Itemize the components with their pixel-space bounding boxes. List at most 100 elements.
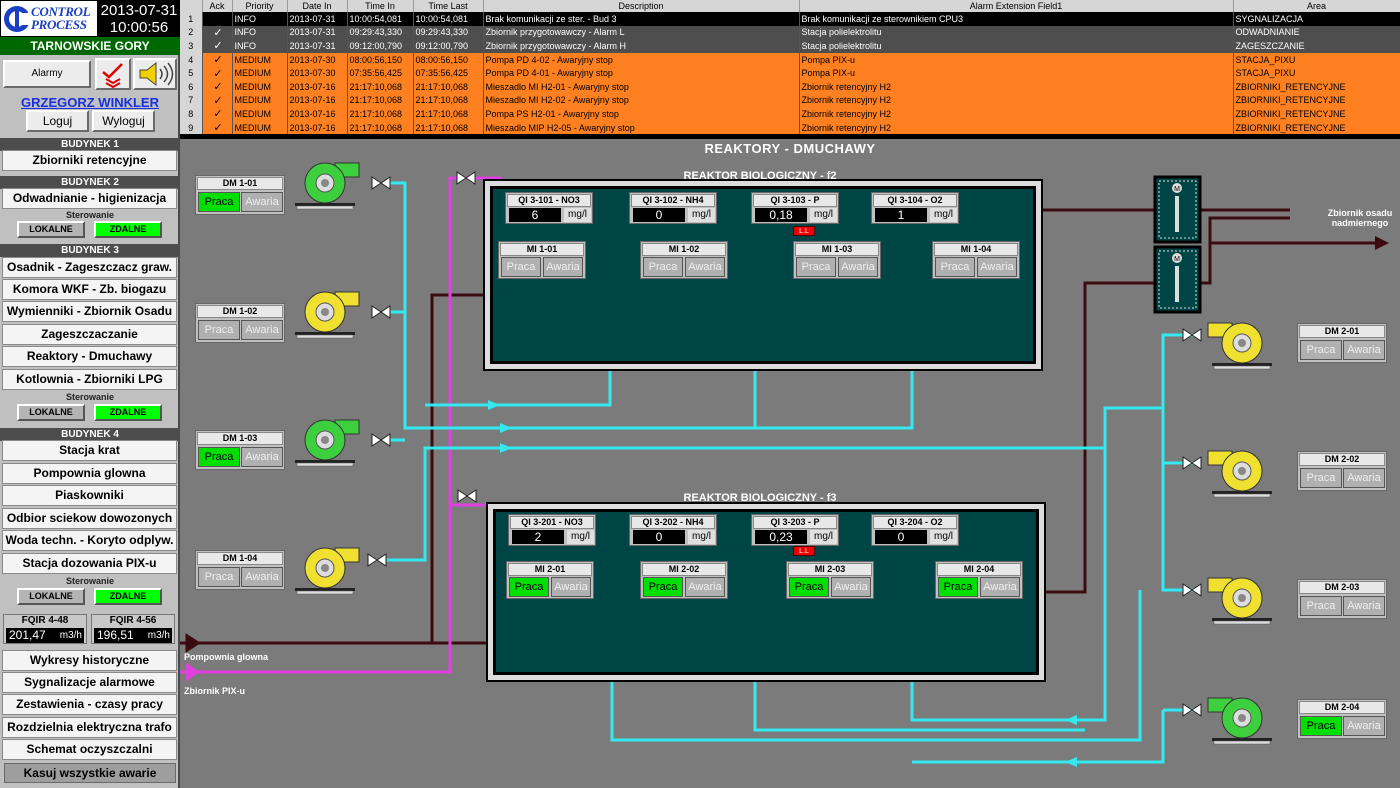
remote-mode-button-b2[interactable]: ZDALNE — [94, 221, 162, 238]
nav-woda-techn[interactable]: Woda techn. - Koryto odplyw. — [2, 530, 177, 551]
nav-odbior-sciekow[interactable]: Odbior sciekow dowozonych — [2, 508, 177, 529]
alarms-button[interactable]: Alarmy — [3, 60, 91, 88]
acknowledge-alarms-button[interactable] — [95, 58, 131, 90]
blower-dm-2-03-icon[interactable] — [1207, 577, 1272, 625]
login-button[interactable]: Loguj — [26, 110, 89, 132]
nav-schemat-oczyszczalni[interactable]: Schemat oczyszczalni — [2, 739, 177, 760]
col-ack[interactable]: Ack — [202, 0, 233, 12]
col-extension[interactable]: Alarm Extension Field1 — [799, 0, 1234, 12]
mixer-fault-indicator[interactable]: Awaria — [838, 257, 878, 277]
mixer-fault-indicator[interactable]: Awaria — [977, 257, 1017, 277]
local-mode-button-b2[interactable]: LOKALNE — [17, 221, 85, 238]
mixer-run-indicator[interactable]: Praca — [643, 257, 683, 277]
nav-zageszczaczanie[interactable]: Zageszczaczanie — [2, 324, 177, 345]
nav-rozdzielnia-elektryczna[interactable]: Rozdzielnia elektryczna trafo — [2, 717, 177, 738]
blower-dm-1-03-icon[interactable] — [295, 419, 360, 467]
col-area[interactable]: Area — [1233, 0, 1400, 12]
mixer-fault-indicator[interactable]: Awaria — [543, 257, 583, 277]
blower-dm-1-02-icon[interactable] — [295, 291, 360, 339]
alarm-sound-button[interactable] — [133, 58, 177, 90]
nav-sygnalizacje-alarmowe[interactable]: Sygnalizacje alarmowe — [2, 672, 177, 693]
blower-fault-indicator[interactable]: Awaria — [241, 447, 283, 467]
blower-fault-indicator[interactable]: Awaria — [1343, 340, 1385, 360]
mixer-run-indicator[interactable]: Praca — [509, 577, 549, 597]
mixer-run-indicator[interactable]: Praca — [796, 257, 836, 277]
blower-fault-indicator[interactable]: Awaria — [241, 567, 283, 587]
remote-mode-button-b3[interactable]: ZDALNE — [94, 404, 162, 421]
nav-piaskowniki[interactable]: Piaskowniki — [2, 485, 177, 506]
col-date-in[interactable]: Date In — [287, 0, 348, 12]
blower-run-indicator[interactable]: Praca — [198, 567, 240, 587]
blower-run-indicator[interactable]: Praca — [1300, 468, 1342, 488]
mixer-run-indicator[interactable]: Praca — [938, 577, 978, 597]
mixer-run-indicator[interactable]: Praca — [789, 577, 829, 597]
mixer-fault-indicator[interactable]: Awaria — [551, 577, 591, 597]
mixer-fault-indicator[interactable]: Awaria — [980, 577, 1020, 597]
blower-run-indicator[interactable]: Praca — [1300, 340, 1342, 360]
nav-stacja-dozowania-pix[interactable]: Stacja dozowania PIX-u — [2, 553, 177, 574]
blower-dm-1-04-icon[interactable] — [295, 547, 360, 595]
local-mode-button-b3[interactable]: LOKALNE — [17, 404, 85, 421]
mixer-run-indicator[interactable]: Praca — [935, 257, 975, 277]
blower-dm-2-04-icon[interactable] — [1207, 697, 1272, 745]
reset-all-faults-button[interactable]: Kasuj wszystkie awarie — [4, 763, 176, 783]
nav-zestawienia-czasy-pracy[interactable]: Zestawienia - czasy pracy — [2, 694, 177, 715]
nav-osadnik[interactable]: Osadnik - Zageszczacz graw. — [2, 257, 177, 278]
nav-wykresy-historyczne[interactable]: Wykresy historyczne — [2, 650, 177, 671]
col-description[interactable]: Description — [483, 0, 800, 12]
col-time-last[interactable]: Time Last — [413, 0, 484, 12]
nav-pompownia-glowna[interactable]: Pompownia glowna — [2, 463, 177, 484]
col-priority[interactable]: Priority — [232, 0, 288, 12]
blower-fault-indicator[interactable]: Awaria — [1343, 596, 1385, 616]
blower-fault-indicator[interactable]: Awaria — [1343, 468, 1385, 488]
blower-fault-indicator[interactable]: Awaria — [241, 192, 283, 212]
nav-odwadnianie-higienizacja[interactable]: Odwadnianie - higienizacja — [2, 188, 177, 209]
blower-run-indicator[interactable]: Praca — [1300, 716, 1342, 736]
mixer-fault-indicator[interactable]: Awaria — [685, 257, 725, 277]
col-row-number[interactable] — [180, 0, 203, 12]
blower-dm-1-01-icon[interactable] — [295, 162, 360, 210]
blower-dm-2-02-icon[interactable] — [1207, 450, 1272, 498]
blower-run-indicator[interactable]: Praca — [1300, 596, 1342, 616]
mixer-run-indicator[interactable]: Praca — [501, 257, 541, 277]
blower-fault-indicator[interactable]: Awaria — [241, 320, 283, 340]
mixer-fault-indicator[interactable]: Awaria — [685, 577, 725, 597]
blower-run-indicator[interactable]: Praca — [198, 447, 240, 467]
blower-run-indicator[interactable]: Praca — [198, 320, 240, 340]
mixer-fault-indicator[interactable]: Awaria — [831, 577, 871, 597]
nav-zbiorniki-retencyjne[interactable]: Zbiorniki retencyjne — [2, 150, 177, 171]
mixer-run-indicator[interactable]: Praca — [643, 577, 683, 597]
blower-fault-indicator[interactable]: Awaria — [1343, 716, 1385, 736]
nav-kotlownia[interactable]: Kotlownia - Zbiorniki LPG — [2, 369, 177, 390]
nav-komora-wkf[interactable]: Komora WKF - Zb. biogazu — [2, 279, 177, 300]
remote-mode-button-b4[interactable]: ZDALNE — [94, 588, 162, 605]
logout-button[interactable]: Wyloguj — [92, 110, 155, 132]
